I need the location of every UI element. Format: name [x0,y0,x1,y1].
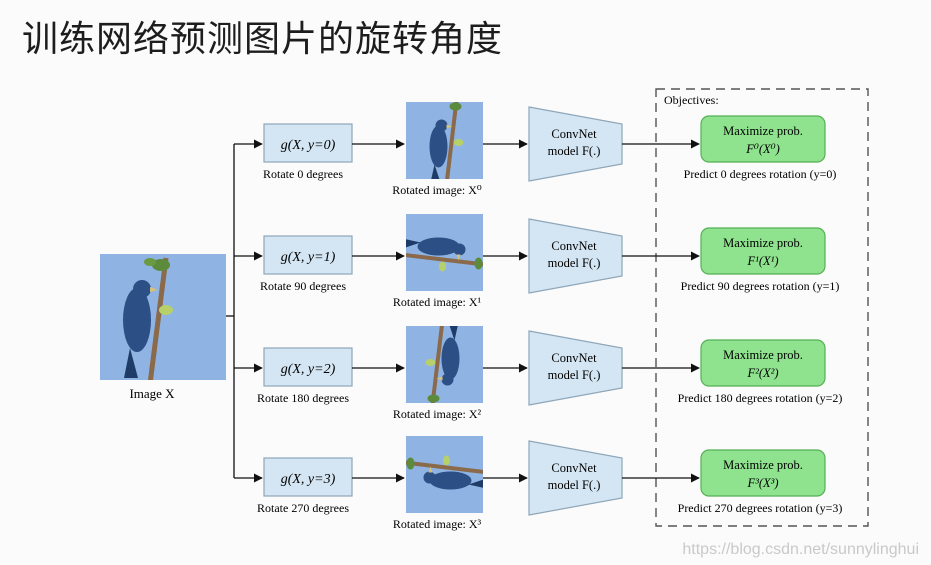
convnet-model [528,330,623,406]
convnet-model-label: model F(.) [548,144,601,158]
bird-icon [123,257,173,380]
objectives-frame [655,88,869,527]
convnet-label: ConvNet [551,351,597,365]
convnet-model [528,218,623,294]
objective-box [700,449,826,497]
rotated-image-label: Rotated image: X³ [393,517,482,531]
rotate-label: Rotate 270 degrees [257,501,349,515]
predict-label: Predict 0 degrees rotation (y=0) [684,167,837,181]
objective-formula: F¹(X¹) [746,254,778,268]
bird-icon [425,326,460,403]
objective-label: Maximize prob. [723,348,803,362]
transform-label: g(X, y=3) [281,472,336,487]
bird-icon [406,455,483,490]
bird-icon [406,237,483,272]
objective-label: Maximize prob. [723,458,803,472]
predict-label: Predict 90 degrees rotation (y=1) [681,279,840,293]
watermark: https://blog.csdn.net/sunnylinghui [682,541,919,558]
predict-label: Predict 180 degrees rotation (y=2) [678,391,843,405]
rotate-label: Rotate 0 degrees [263,167,343,181]
convnet-label: ConvNet [551,127,597,141]
splitter [226,144,235,478]
convnet-model-label: model F(.) [548,478,601,492]
convnet-model-label: model F(.) [548,368,601,382]
transform-box [263,123,353,163]
predict-label: Predict 270 degrees rotation (y=3) [678,501,843,515]
rotated-image-label: Rotated image: X¹ [393,295,482,309]
objective-box [700,227,826,275]
objective-formula: F⁰(X⁰) [745,142,780,156]
transform-label: g(X, y=1) [281,250,336,265]
transform-box [263,347,353,387]
objectives-label: Objectives: [664,93,719,107]
objective-formula: F³(X³) [746,476,778,490]
transform-box [263,235,353,275]
page-title: 训练网络预测图片的旋转角度 [22,19,504,60]
convnet-label: ConvNet [551,239,597,253]
input-image [100,254,226,380]
convnet-model [528,440,623,516]
rotate-label: Rotate 90 degrees [260,279,346,293]
rotated-image-label: Rotated image: X⁰ [392,183,482,197]
objective-box [700,115,826,163]
objective-box [700,339,826,387]
objective-label: Maximize prob. [723,124,803,138]
rotate-label: Rotate 180 degrees [257,391,349,405]
input-image-label: Image X [129,386,175,401]
bird-icon [429,102,464,179]
transform-box [263,457,353,497]
convnet-model-label: model F(.) [548,256,601,270]
transform-label: g(X, y=2) [281,362,336,377]
transform-label: g(X, y=0) [281,138,336,153]
convnet-model [528,106,623,182]
convnet-label: ConvNet [551,461,597,475]
objective-formula: F²(X²) [746,366,778,380]
objective-label: Maximize prob. [723,236,803,250]
rotated-image-label: Rotated image: X² [393,407,482,421]
